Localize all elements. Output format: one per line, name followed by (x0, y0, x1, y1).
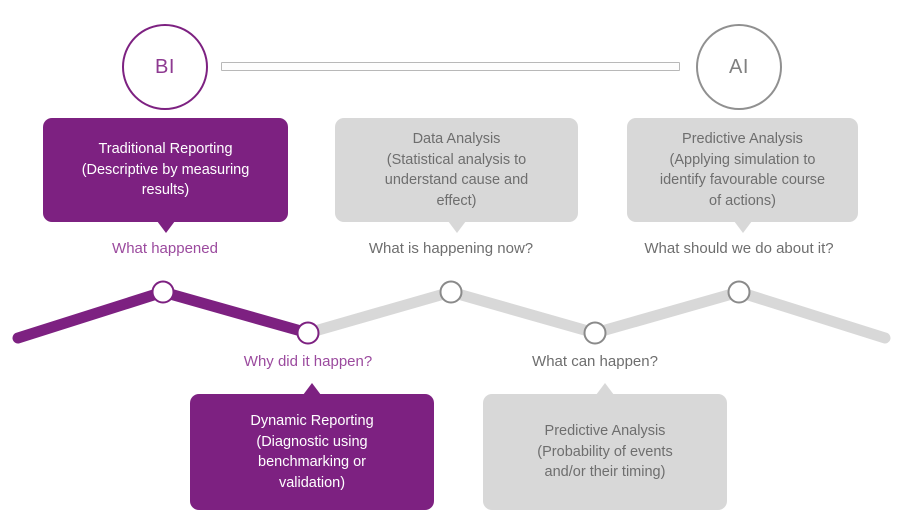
callout-dynamic-reporting: Dynamic Reporting (Diagnostic using benc… (190, 383, 434, 510)
ai-endpoint-circle: AI (696, 24, 782, 110)
ai-label: AI (729, 55, 749, 78)
callout-predictive-analysis-bottom: Predictive Analysis (Probability of even… (483, 383, 727, 510)
callout-text: Traditional Reporting (Descriptive by me… (81, 141, 250, 199)
callout-text: Dynamic Reporting (Diagnostic using benc… (250, 413, 374, 491)
caption-what-should-we-do-about-it: What should we do about it? (644, 240, 834, 257)
timeline-node-3 (439, 280, 463, 304)
bi-ai-connector-bar (221, 62, 680, 71)
caption-why-did-it-happen: Why did it happen? (243, 353, 373, 370)
callout-predictive-analysis-top: Predictive Analysis (Applying simulation… (627, 118, 858, 233)
maturity-timeline (12, 280, 891, 345)
timeline-node-5 (727, 280, 751, 304)
callout-text: Data Analysis (Statistical analysis to u… (384, 131, 529, 209)
bi-label: BI (155, 55, 175, 78)
caption-what-can-happen: What can happen? (532, 353, 658, 370)
caption-what-is-happening-now: What is happening now? (368, 240, 534, 257)
bi-endpoint-circle: BI (122, 24, 208, 110)
timeline-node-4 (583, 321, 607, 345)
callout-text: Predictive Analysis (Applying simulation… (659, 131, 826, 209)
timeline-node-1 (151, 280, 175, 304)
callout-text: Predictive Analysis (Probability of even… (537, 423, 673, 481)
timeline-nodes (151, 280, 751, 345)
callout-traditional-reporting: Traditional Reporting (Descriptive by me… (43, 118, 288, 233)
timeline-node-2 (296, 321, 320, 345)
caption-what-happened: What happened (112, 240, 218, 257)
callout-data-analysis: Data Analysis (Statistical analysis to u… (335, 118, 578, 233)
